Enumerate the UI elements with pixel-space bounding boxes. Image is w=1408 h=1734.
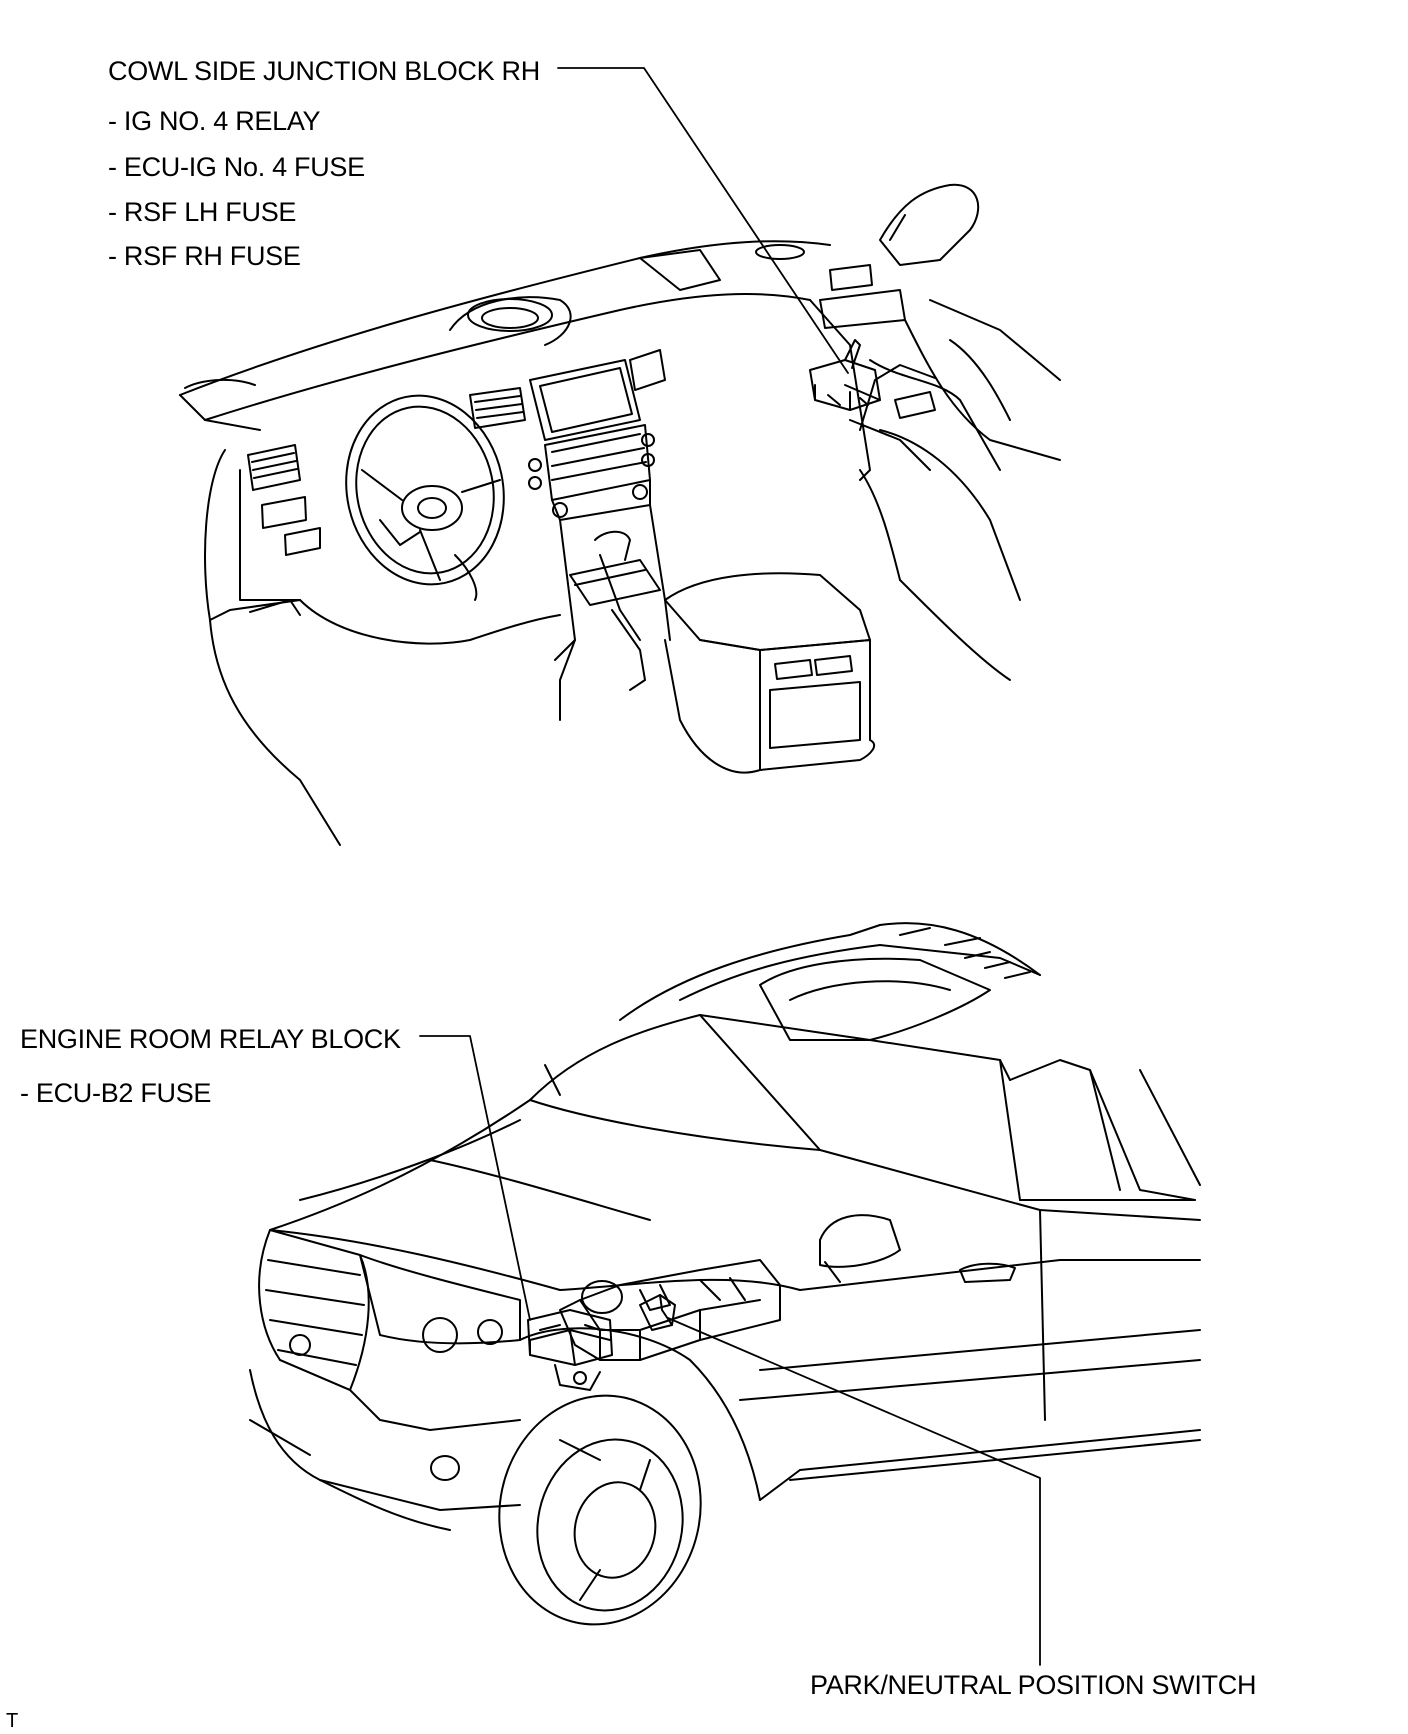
engine-room-relay-block: [527, 1309, 613, 1391]
engine-room-leader-line: [419, 1035, 531, 1321]
cowl-side-junction-block: [809, 339, 881, 411]
cowl-item-rsf-lh-fuse: - RSF LH FUSE: [108, 197, 297, 227]
cowl-item-ecu-ig-no4-fuse: - ECU-IG No. 4 FUSE: [108, 152, 365, 182]
cowl-item-ig-no4-relay: - IG NO. 4 RELAY: [108, 106, 321, 136]
transmission-assembly: [559, 1259, 781, 1361]
switch-leader-line: [667, 1317, 1041, 1666]
vehicle-exterior-front-illustration: [249, 922, 1201, 1626]
vehicle-interior-dashboard-illustration: [179, 183, 1061, 846]
cowl-item-rsf-rh-fuse: - RSF RH FUSE: [108, 241, 301, 271]
engine-room-relay-block-label: ENGINE ROOM RELAY BLOCK: [20, 1024, 401, 1054]
park-neutral-position-switch-label: PARK/NEUTRAL POSITION SWITCH: [810, 1670, 1257, 1700]
corner-mark: T: [6, 1710, 19, 1732]
engine-item-ecu-b2-fuse: - ECU-B2 FUSE: [20, 1078, 212, 1108]
cowl-junction-block-label: COWL SIDE JUNCTION BLOCK RH: [108, 56, 540, 86]
park-neutral-position-switch: [639, 1294, 676, 1331]
cowl-leader-line: [557, 67, 849, 374]
